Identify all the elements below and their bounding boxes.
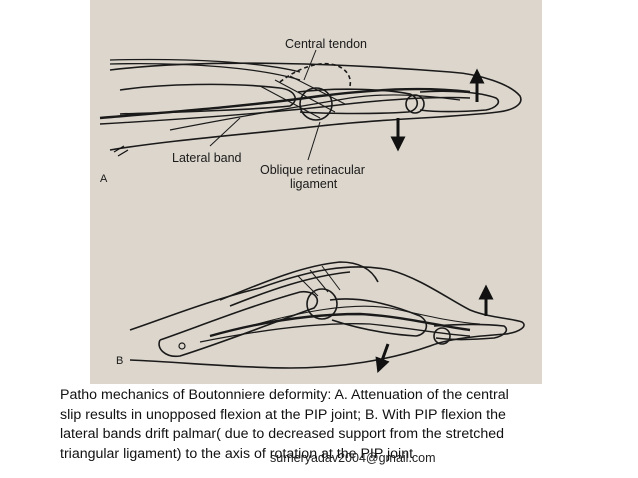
label-oblique-retinacular: Oblique retinacular xyxy=(260,163,365,177)
pip-joint-b xyxy=(306,288,338,320)
dip-joint-a xyxy=(405,94,425,114)
caption-line: triangular ligament) to the axis of rota… xyxy=(60,445,414,462)
middle-phalanx-b xyxy=(329,298,428,337)
email-watermark: sumeryadav2004@gmail.com xyxy=(270,451,436,465)
pip-joint-a xyxy=(299,87,333,121)
oblique-ligament-a xyxy=(169,94,461,131)
caption-line: Patho mechanics of Boutonniere deformity… xyxy=(60,387,509,403)
flexion-arrow-b xyxy=(375,343,390,374)
caption-line: lateral bands drift palmar( due to decre… xyxy=(60,426,504,442)
proximal-phalanx-a xyxy=(119,83,296,115)
caption-line: slip results in unopposed flexion at the… xyxy=(60,406,506,423)
central-tendon-a xyxy=(279,62,352,87)
central-tendon-b xyxy=(219,261,379,301)
distal-phalanx-a xyxy=(419,90,500,113)
finger-outline-b xyxy=(129,266,525,369)
panel-letter-a: A xyxy=(100,173,108,185)
label-central-tendon: Central tendon xyxy=(285,37,367,51)
proximal-phalanx-b xyxy=(158,290,319,358)
dip-joint-b xyxy=(433,327,451,345)
label-ligament: ligament xyxy=(290,177,338,191)
lateral-band-a xyxy=(99,87,471,120)
label-lateral-band: Lateral band xyxy=(172,151,242,165)
panel-b-drawing xyxy=(129,261,525,369)
oblique-ligament-b xyxy=(249,305,481,327)
figure-caption: Patho mechanics of Boutonniere deformity… xyxy=(60,386,580,464)
tendon-cut-mark-a xyxy=(113,145,129,157)
middle-phalanx-a xyxy=(297,88,419,115)
illustration-svg: Central tendon Lateral band Oblique reti… xyxy=(99,37,525,374)
boutonniere-illustration: Central tendon Lateral band Oblique reti… xyxy=(90,0,542,384)
distal-phalanx-b xyxy=(433,323,508,341)
panel-a-drawing xyxy=(99,49,522,161)
panel-letter-b: B xyxy=(116,355,123,367)
